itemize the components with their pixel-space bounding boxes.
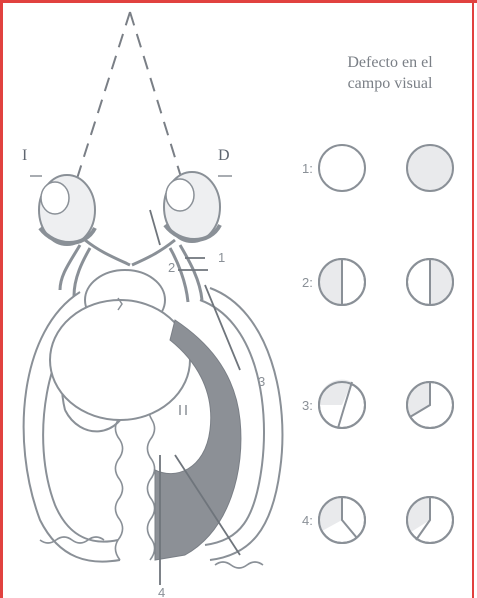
- field-row-label-4: 4:: [302, 513, 313, 528]
- field-row-label-1: 1:: [302, 161, 313, 176]
- field-row-label-2: 2:: [302, 275, 313, 290]
- right-eye-label: D: [218, 147, 230, 164]
- left-field-temporal-loss: [319, 259, 342, 305]
- field-row-label-3: 3:: [302, 398, 313, 413]
- lesion-label-4: 4: [158, 585, 165, 598]
- left-eye-label: I: [22, 147, 27, 164]
- right-eyeball: [164, 172, 220, 242]
- field-row-3: 3:: [302, 380, 453, 428]
- field-row-4: 4:: [302, 497, 453, 543]
- lesion-label-1: 1: [218, 250, 225, 265]
- field-row-2: 2:: [302, 259, 453, 305]
- geniculate-bodies: [50, 270, 190, 420]
- lesion-label-2: 2: [168, 260, 175, 275]
- left-eyeball: [39, 175, 95, 245]
- left-field-normal: [319, 145, 365, 191]
- right-field-blind: [407, 145, 453, 191]
- lesion-label-3: 3: [258, 374, 265, 389]
- field-row-1: 1:: [302, 145, 453, 191]
- right-field-temporal-loss: [430, 259, 453, 305]
